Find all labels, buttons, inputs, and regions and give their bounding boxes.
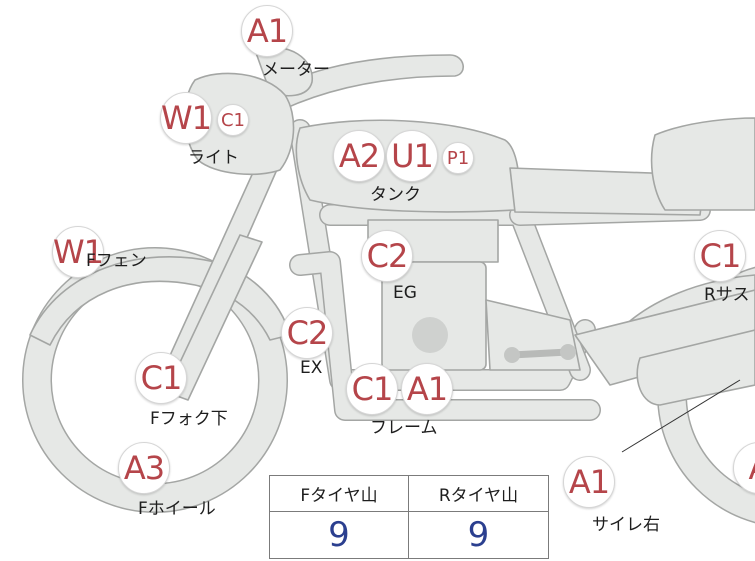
damage-code-badge: A1 bbox=[241, 5, 293, 57]
damage-code-badge: A3 bbox=[118, 442, 170, 494]
exhaust-pipe bbox=[289, 251, 601, 421]
damage-code-badge: W1 bbox=[160, 92, 212, 144]
silencer-leader-line bbox=[621, 379, 741, 453]
footpeg bbox=[504, 344, 576, 363]
front-tire-tread-value[interactable]: 9 bbox=[270, 512, 409, 558]
damage-code-badge: C2 bbox=[281, 307, 333, 359]
part-label: EG bbox=[393, 283, 417, 303]
damage-code-badge: C1 bbox=[135, 352, 187, 404]
part-label: ライト bbox=[188, 148, 239, 168]
damage-code-badge: A2 bbox=[333, 130, 385, 182]
side-cover bbox=[650, 117, 755, 211]
front-tire-tread-header: Fタイヤ山 bbox=[270, 476, 409, 512]
part-label: Fフェン bbox=[86, 251, 147, 271]
damage-code-badge: C2 bbox=[361, 230, 413, 282]
rear-tire-tread-value[interactable]: 9 bbox=[467, 515, 490, 555]
part-label: タンク bbox=[370, 185, 421, 205]
part-label: EX bbox=[300, 358, 323, 378]
part-label: Rサス bbox=[704, 285, 750, 305]
damage-code-badge: W1 bbox=[52, 226, 104, 278]
damage-code-badge: U1 bbox=[386, 130, 438, 182]
rear-tire-tread-header: Rタイヤ山 bbox=[409, 476, 548, 512]
part-label: Fフォク下 bbox=[150, 409, 228, 429]
damage-code-badge: A1 bbox=[563, 456, 615, 508]
tire-tread-table: Fタイヤ山 Rタイヤ山 9 9 bbox=[269, 475, 549, 559]
part-label: サイレ右 bbox=[592, 515, 660, 535]
part-label: Fホイール bbox=[138, 499, 216, 519]
part-label: フレーム bbox=[370, 418, 438, 438]
swing-arm bbox=[574, 289, 755, 386]
silencer bbox=[636, 329, 755, 406]
damage-code-badge: C1 bbox=[346, 363, 398, 415]
damage-code-badge: P1 bbox=[442, 142, 474, 174]
part-label: メーター bbox=[262, 60, 330, 80]
damage-code-badge: C1 bbox=[694, 230, 746, 282]
damage-code-badge: C1 bbox=[217, 104, 249, 136]
damage-code-badge: A1 bbox=[401, 363, 453, 415]
